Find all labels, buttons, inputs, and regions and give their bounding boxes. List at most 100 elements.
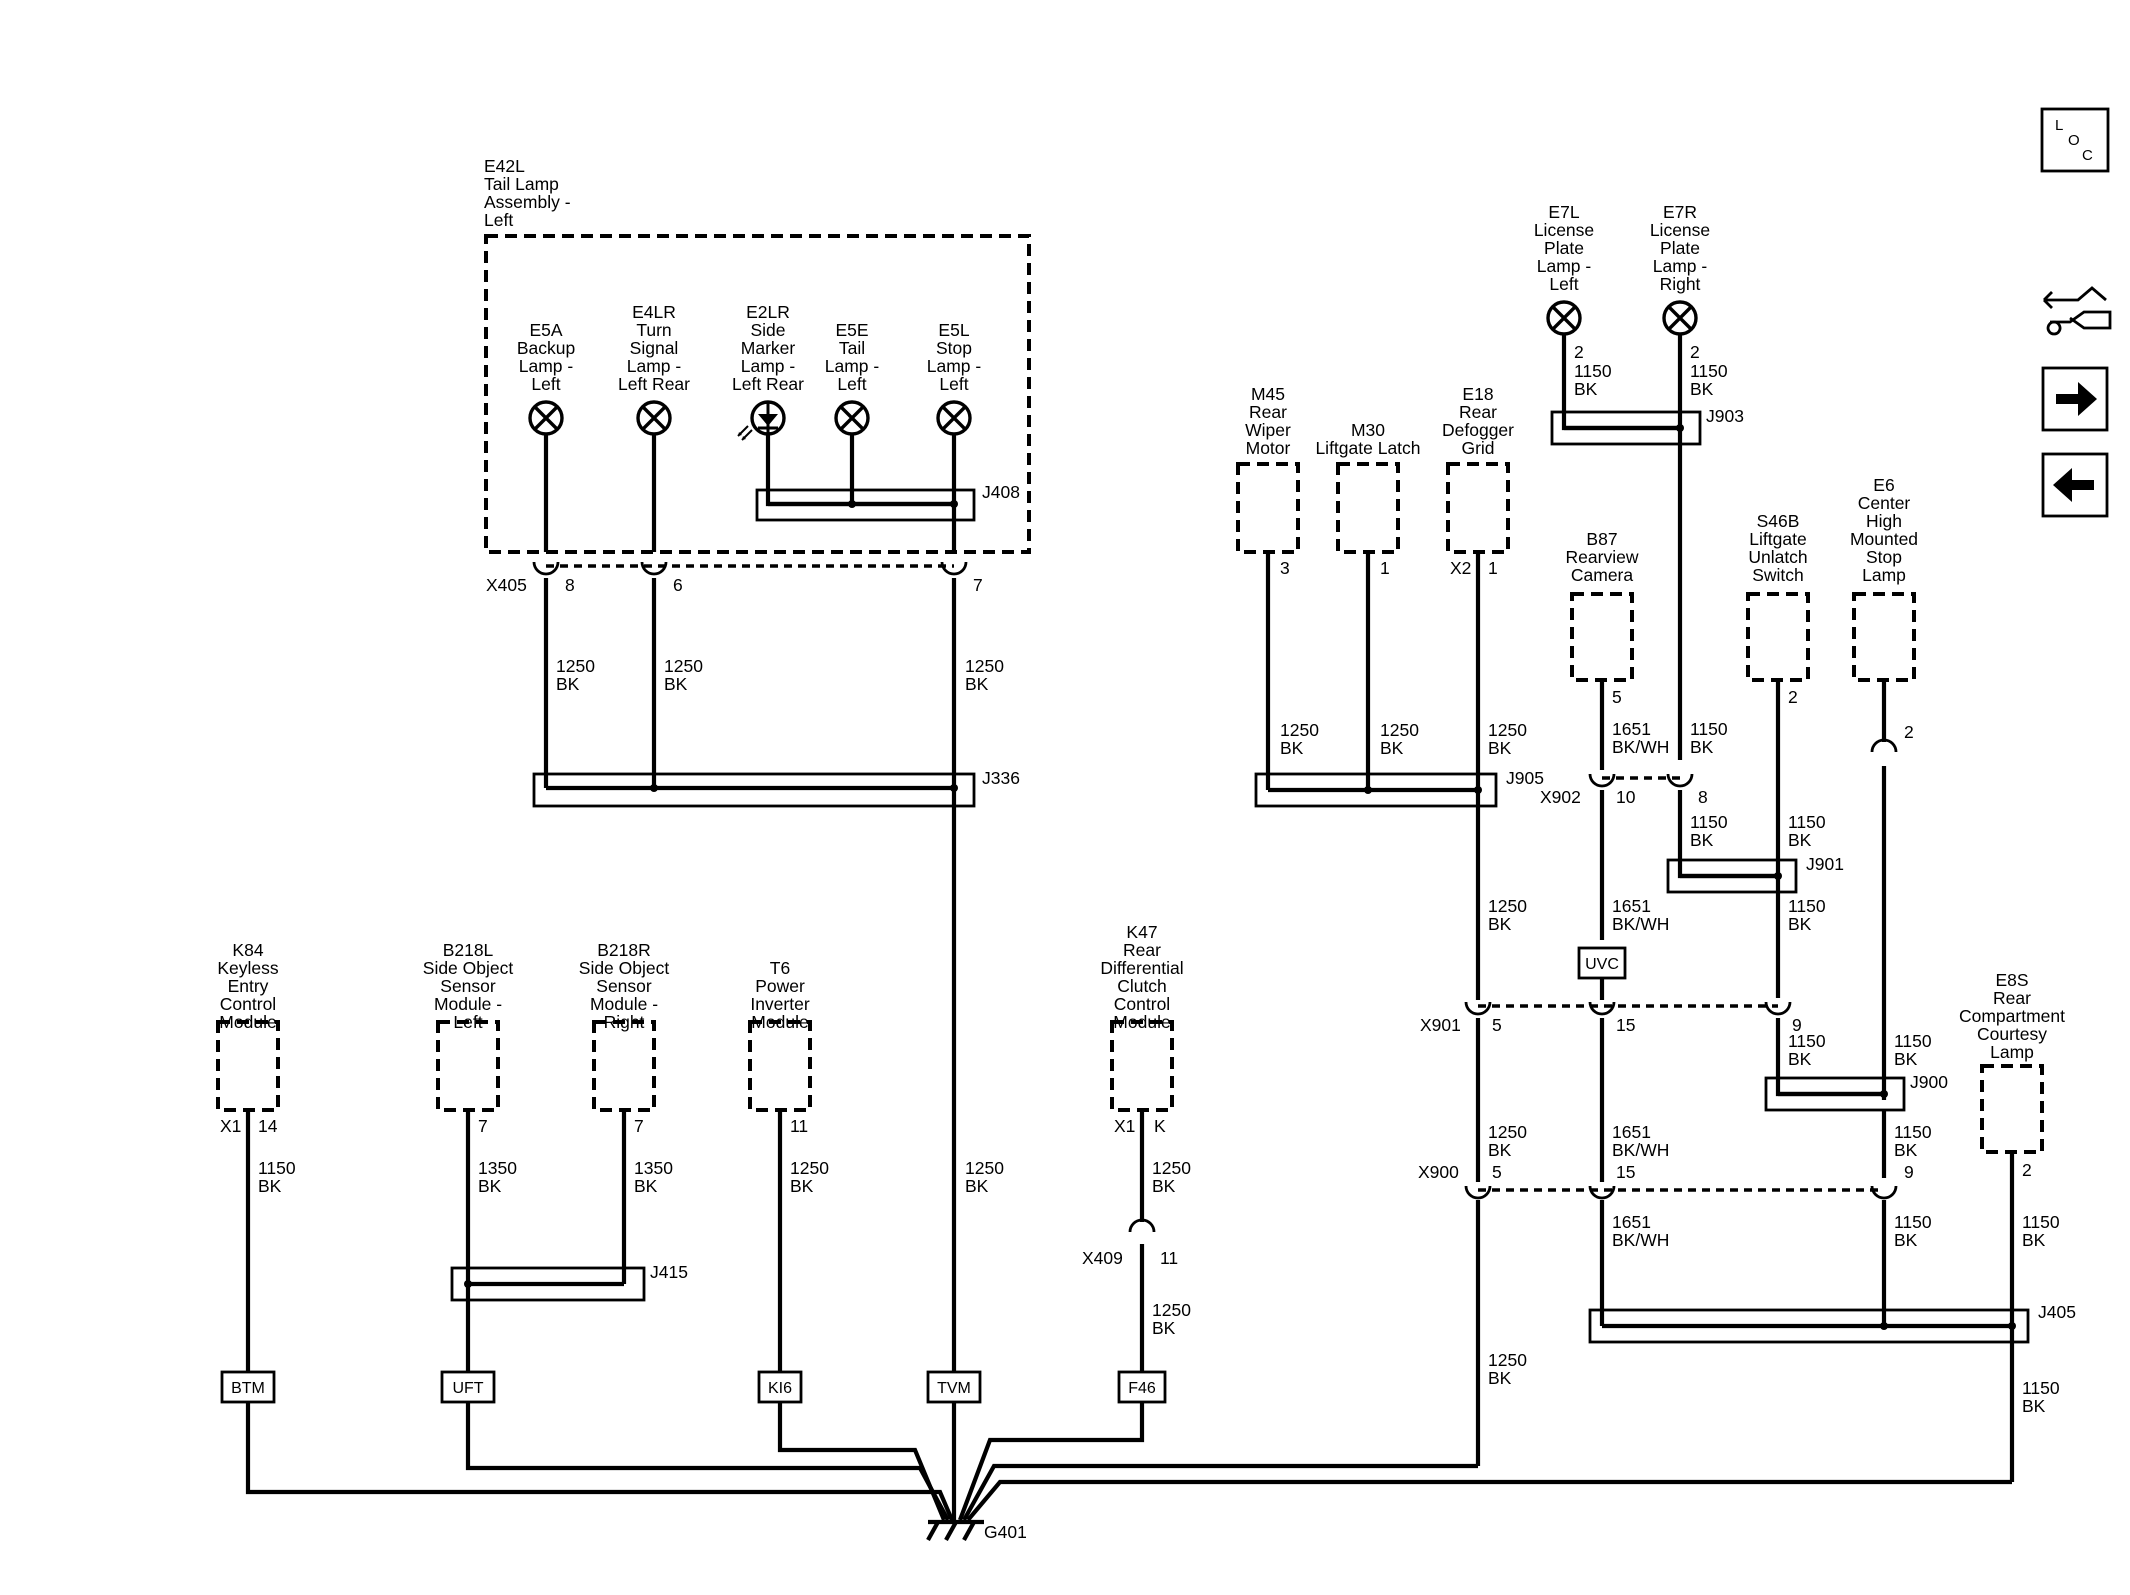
- lamp-label-e5e: E5E Tail Lamp - Left: [825, 320, 880, 394]
- svg-text:T6: T6: [770, 958, 790, 978]
- splice-j903-label: J903: [1706, 406, 1744, 426]
- splice-j405-label: J405: [2038, 1302, 2076, 1322]
- wire-label: 1250: [1152, 1158, 1191, 1178]
- pin-label: 15: [1616, 1015, 1635, 1035]
- splice-j408-label: J408: [982, 482, 1020, 502]
- svg-text:Side: Side: [750, 320, 785, 340]
- wire-label: 1150: [1894, 1212, 1932, 1232]
- module-box-t6: [748, 1020, 812, 1112]
- connector-label: X1: [1114, 1116, 1135, 1136]
- svg-text:E7L: E7L: [1548, 202, 1579, 222]
- next-page-button[interactable]: [2041, 366, 2109, 432]
- module-box-m30: [1336, 462, 1400, 554]
- svg-text:E6: E6: [1873, 475, 1894, 495]
- svg-text:Center: Center: [1858, 493, 1911, 513]
- wire-label: BK: [1380, 738, 1404, 758]
- wire-label: 1150: [1690, 719, 1728, 739]
- pin-label: 9: [1792, 1015, 1802, 1035]
- wire-label: 1250: [1488, 1350, 1527, 1370]
- wire-label: 1250: [790, 1158, 829, 1178]
- splice-j336-label: J336: [982, 768, 1020, 788]
- svg-text:E5A: E5A: [529, 320, 562, 340]
- previous-page-button[interactable]: [2041, 452, 2109, 518]
- module-box-k84: [216, 1020, 280, 1112]
- svg-text:Lamp -: Lamp -: [927, 356, 982, 376]
- connector-view-icon[interactable]: [2043, 286, 2112, 336]
- module-labels-lower: K84 Keyless Entry Control Module B218L S…: [217, 922, 1183, 1032]
- svg-text:Right: Right: [1660, 274, 1701, 294]
- svg-text:E5E: E5E: [835, 320, 868, 340]
- arrow-right-icon: [2056, 382, 2097, 416]
- svg-text:Tail: Tail: [839, 338, 865, 358]
- wire-label: 1250: [965, 1158, 1004, 1178]
- wire-label: 1250: [1488, 720, 1527, 740]
- serial-data-tag-ki6: KI6: [757, 1370, 803, 1404]
- lamp-label-e4lr: E4LR Turn Signal Lamp - Left Rear: [618, 302, 690, 394]
- wire-label: 1250: [1280, 720, 1319, 740]
- svg-text:BK: BK: [965, 674, 989, 694]
- lamp-label-e5a: E5A Backup Lamp - Left: [517, 320, 575, 394]
- splice-j901-label: J901: [1806, 854, 1844, 874]
- svg-text:Rear: Rear: [1459, 402, 1497, 422]
- pin-label: 7: [634, 1116, 644, 1136]
- pin-label: 7: [478, 1116, 488, 1136]
- wire-label: 1150: [1690, 361, 1728, 381]
- splice-j900-label: J900: [1910, 1072, 1948, 1092]
- svg-text:UFT: UFT: [452, 1380, 483, 1397]
- module-box-e8s: [1980, 1064, 2044, 1154]
- wire-label: 1150: [1894, 1122, 1932, 1142]
- svg-text:E42L: E42L: [484, 156, 525, 176]
- wire-label: 1150: [1788, 812, 1826, 832]
- svg-text:Camera: Camera: [1571, 565, 1634, 585]
- svg-text:License: License: [1534, 220, 1594, 240]
- svg-text:Lamp: Lamp: [1990, 1042, 2034, 1062]
- svg-text:Clutch: Clutch: [1117, 976, 1167, 996]
- svg-text:M30: M30: [1351, 420, 1385, 440]
- connector-x901-label: X901: [1420, 1015, 1461, 1035]
- svg-text:TVM: TVM: [937, 1380, 971, 1397]
- wire-label: 1150: [1574, 361, 1612, 381]
- svg-text:High: High: [1866, 511, 1902, 531]
- pin-label: 6: [673, 575, 683, 595]
- svg-text:Left: Left: [1549, 274, 1578, 294]
- wire-label: BK/WH: [1612, 1140, 1669, 1160]
- bulb-icon-e7l: [1546, 300, 1582, 336]
- wire-label: BK: [1488, 1368, 1512, 1388]
- splice-j336: [532, 772, 976, 808]
- pin-label: 5: [1612, 687, 1622, 707]
- bulb-icon-e5a: [528, 400, 564, 436]
- pin-label: 2: [2022, 1160, 2032, 1180]
- svg-text:Power: Power: [755, 976, 805, 996]
- wire-label: BK/WH: [1612, 737, 1669, 757]
- svg-text:1250: 1250: [664, 656, 703, 676]
- pin-label: 2: [1788, 687, 1798, 707]
- pin-label: 8: [1698, 787, 1708, 807]
- wire-label: BK: [1488, 914, 1512, 934]
- wire-label: BK: [1152, 1318, 1176, 1338]
- tail-lamp-assembly-label: E42L Tail Lamp Assembly - Left: [484, 156, 571, 230]
- svg-text:Sensor: Sensor: [440, 976, 496, 996]
- svg-text:Keyless: Keyless: [217, 958, 279, 978]
- pin-label: 9: [1904, 1162, 1914, 1182]
- svg-text:B87: B87: [1586, 529, 1617, 549]
- module-labels-upper: M45 Rear Wiper Motor M30 Liftgate Latch …: [1245, 384, 1514, 458]
- wire-label: BK: [478, 1176, 502, 1196]
- legend-loc-box[interactable]: L O C: [2040, 107, 2110, 173]
- svg-text:Entry: Entry: [228, 976, 269, 996]
- wire-label: BK: [1574, 379, 1598, 399]
- svg-text:1250: 1250: [965, 656, 1004, 676]
- svg-text:Unlatch: Unlatch: [1748, 547, 1807, 567]
- pin-label: 7: [973, 575, 983, 595]
- svg-text:M45: M45: [1251, 384, 1285, 404]
- wire-label: 1651: [1612, 896, 1651, 916]
- wire-label: 1150: [1788, 896, 1826, 916]
- module-box-s46b: [1746, 592, 1810, 682]
- bulb-icon-e4lr: [636, 400, 672, 436]
- wire-label: 1150: [1788, 1031, 1826, 1051]
- svg-text:1250: 1250: [556, 656, 595, 676]
- pin-label: 5: [1492, 1162, 1502, 1182]
- wire-label: BK: [2022, 1230, 2046, 1250]
- svg-text:E2LR: E2LR: [746, 302, 790, 322]
- svg-text:Lamp -: Lamp -: [519, 356, 574, 376]
